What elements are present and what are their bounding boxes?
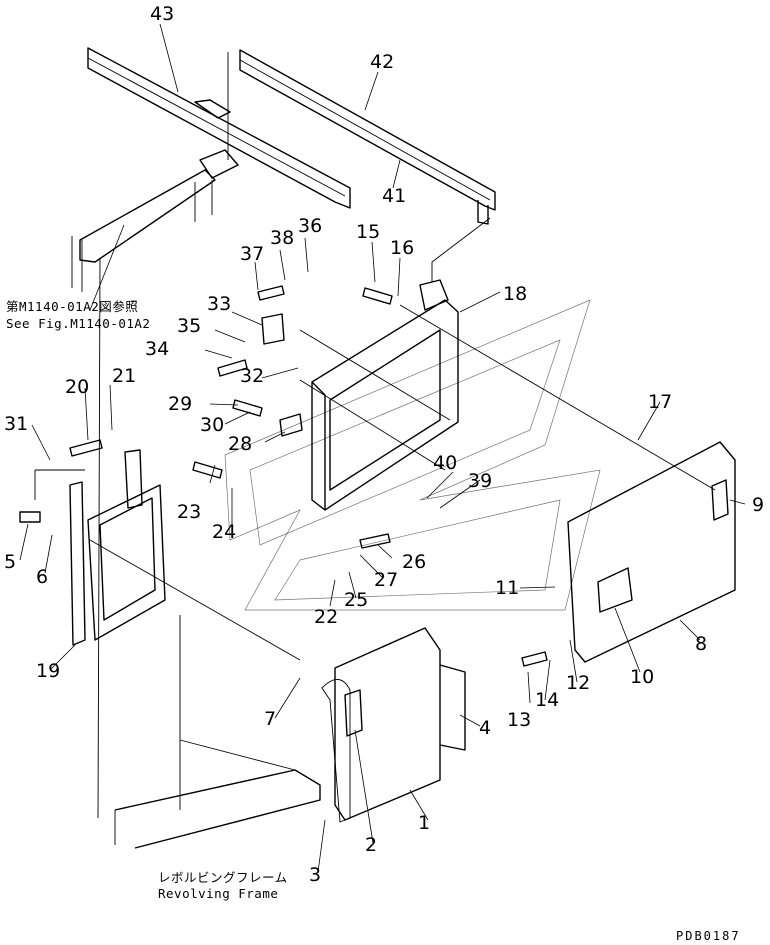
upper-frame xyxy=(299,279,459,511)
ref-note-en: See Fig.M1140-01A2 xyxy=(6,316,150,331)
watermark-logo xyxy=(224,299,601,611)
callout-13: 13 xyxy=(507,709,531,731)
callout-35: 35 xyxy=(177,315,201,337)
frame-label-jp: レボルビングフレーム xyxy=(158,870,288,885)
left-door xyxy=(321,627,466,823)
callout-26: 26 xyxy=(402,551,426,573)
callout-3: 3 xyxy=(309,864,321,886)
callout-37: 37 xyxy=(240,243,264,265)
leader-lines xyxy=(19,23,746,873)
callout-33: 33 xyxy=(207,293,231,315)
callout-5: 5 xyxy=(4,551,16,573)
callout-25: 25 xyxy=(344,589,368,611)
callout-8: 8 xyxy=(695,633,707,655)
callout-9: 9 xyxy=(752,494,764,516)
ref-note-jp: 第M1140-01A2図参照 xyxy=(6,299,138,314)
revolving-frame xyxy=(114,615,321,849)
callout-11: 11 xyxy=(495,577,519,599)
callout-38: 38 xyxy=(270,227,294,249)
callout-39: 39 xyxy=(468,470,492,492)
callout-7: 7 xyxy=(264,708,276,730)
callout-16: 16 xyxy=(390,237,414,259)
callout-6: 6 xyxy=(36,566,48,588)
callout-21: 21 xyxy=(112,365,136,387)
callout-22: 22 xyxy=(314,606,338,628)
callout-29: 29 xyxy=(168,393,192,415)
side-rails xyxy=(239,49,496,282)
callout-1: 1 xyxy=(418,812,430,834)
callout-20: 20 xyxy=(65,376,89,398)
callout-4: 4 xyxy=(479,717,491,739)
callout-31: 31 xyxy=(4,413,28,435)
callout-23: 23 xyxy=(177,501,201,523)
callout-labels: 43 42 41 36 15 38 37 16 18 33 35 34 32 2… xyxy=(4,3,764,886)
callout-40: 40 xyxy=(433,452,457,474)
right-door xyxy=(567,441,736,663)
fasteners xyxy=(19,285,548,667)
left-frame xyxy=(34,449,166,646)
callout-12: 12 xyxy=(566,672,590,694)
callout-41: 41 xyxy=(382,185,406,207)
callout-24: 24 xyxy=(212,521,236,543)
callout-32: 32 xyxy=(240,365,264,387)
callout-10: 10 xyxy=(630,666,654,688)
callout-34: 34 xyxy=(145,338,169,360)
callout-14: 14 xyxy=(535,689,559,711)
frame-label-en: Revolving Frame xyxy=(158,886,278,901)
callout-27: 27 xyxy=(374,569,398,591)
callout-15: 15 xyxy=(356,221,380,243)
callout-2: 2 xyxy=(365,834,377,856)
callout-19: 19 xyxy=(36,660,60,682)
upper-crossbar xyxy=(71,47,351,819)
callout-30: 30 xyxy=(200,414,224,436)
callout-43: 43 xyxy=(150,3,174,25)
callout-42: 42 xyxy=(370,51,394,73)
callout-18: 18 xyxy=(503,283,527,305)
reference-notes: 第M1140-01A2図参照 See Fig.M1140-01A2 レボルビング… xyxy=(6,299,741,943)
drawing-code: PDB0187 xyxy=(676,929,741,943)
callout-28: 28 xyxy=(228,433,252,455)
callout-36: 36 xyxy=(298,215,322,237)
callout-17: 17 xyxy=(648,391,672,413)
